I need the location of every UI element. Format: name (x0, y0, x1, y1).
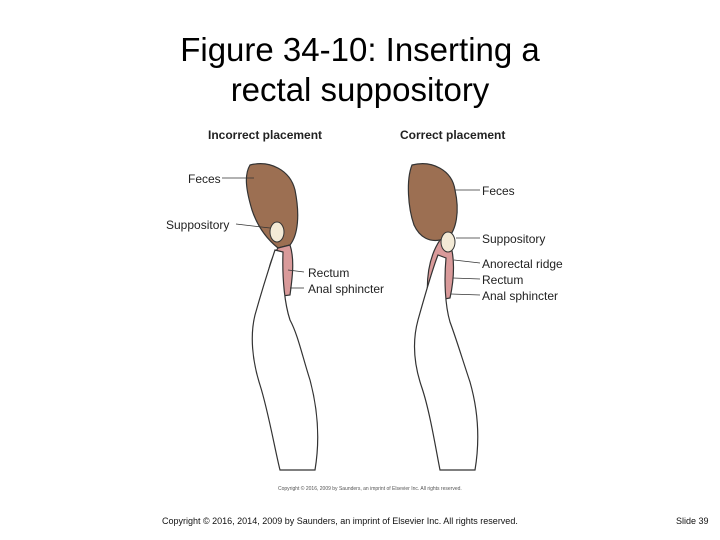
left-panel-heading: Incorrect placement (208, 128, 323, 142)
right-panel-drawing (407, 163, 481, 471)
left-hand-outline (251, 249, 319, 471)
right-label-anorectal-ridge: Anorectal ridge (482, 257, 563, 271)
left-label-suppository: Suppository (166, 218, 230, 232)
left-label-feces: Feces (188, 172, 221, 186)
right-suppository-shape (440, 231, 456, 253)
left-label-rectum: Rectum (308, 266, 350, 280)
left-label-anal-sphincter: Anal sphincter (308, 282, 385, 296)
image-credit: Copyright © 2016, 2009 by Saunders, an i… (278, 486, 462, 492)
right-label-feces: Feces (482, 184, 515, 198)
right-feces-area (407, 163, 458, 242)
suppository-illustration: Incorrect placement Correct placement Fe… (150, 120, 580, 500)
right-label-suppository: Suppository (482, 232, 546, 246)
slide-title-line-2: rectal suppository (230, 71, 490, 108)
left-panel-drawing (222, 163, 319, 471)
right-panel-heading: Correct placement (400, 128, 506, 142)
slide-title-line-1: Figure 34-10: Inserting a (180, 31, 540, 68)
slide-number: Slide 39 (676, 516, 709, 526)
slide-title: Figure 34-10: Inserting a rectal supposi… (0, 30, 720, 110)
right-label-rectum: Rectum (482, 273, 524, 287)
copyright-notice: Copyright © 2016, 2014, 2009 by Saunders… (162, 516, 518, 526)
left-suppository-shape (269, 221, 285, 243)
right-hand-outline (413, 254, 479, 471)
illustration-drawing (222, 163, 481, 471)
right-label-anal-sphincter: Anal sphincter (482, 289, 559, 303)
